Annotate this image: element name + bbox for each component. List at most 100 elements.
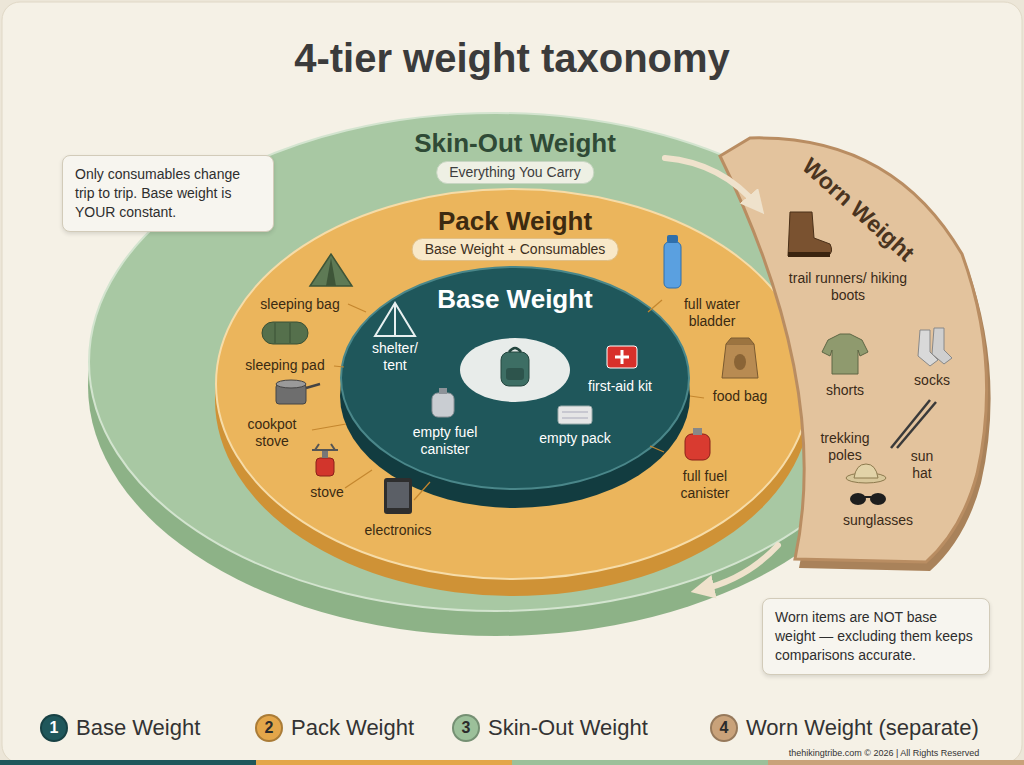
food-bag-icon: [726, 338, 754, 344]
item-label: empty fuel canister: [401, 424, 489, 458]
sleeping-pad-icon: [290, 323, 291, 343]
leader-lines: [348, 304, 366, 312]
shelter-icon: [375, 303, 415, 336]
item-label: sunglasses: [843, 512, 913, 529]
sleeping-pad-icon: [275, 323, 276, 343]
first-aid-icon: [607, 346, 637, 368]
socks-icon: [918, 328, 952, 366]
stove-icon: [316, 458, 334, 476]
callout-number: 4: [710, 714, 738, 742]
tier-title: Skin-Out Weight: [414, 128, 616, 159]
shirt-icon: [822, 334, 868, 374]
diagram-title: 4-tier weight taxonomy: [294, 36, 730, 81]
stove-icon: [312, 444, 338, 450]
disc-top: [216, 189, 810, 579]
sunglasses-icon: [865, 496, 871, 498]
callout-text: Worn items are NOT base weight — excludi…: [775, 608, 977, 665]
stripe: [512, 760, 768, 765]
sunglasses-icon: [870, 493, 886, 505]
item-label: first-aid kit: [587, 378, 653, 395]
backpack-icon: [501, 352, 529, 386]
pack-disc: Pack WeightBase Weight + ConsumablesBase…: [215, 188, 811, 596]
disc-rim: [215, 204, 811, 596]
boot-icon: [788, 212, 832, 256]
sun-hat-icon: [846, 473, 886, 483]
item-label: full water bladder: [667, 296, 757, 330]
tier-title: Pack Weight: [438, 206, 592, 237]
stripe: [256, 760, 512, 765]
flow-arrow: [700, 545, 778, 590]
legend-text: Skin-Out Weight: [488, 714, 648, 742]
empty-pack-icon: [558, 406, 592, 424]
tent-icon: [310, 254, 352, 286]
socks-icon: [932, 328, 952, 364]
item-label: full fuel canister: [665, 468, 745, 502]
disc-rim: [340, 284, 690, 508]
backpack-icon: [460, 338, 570, 402]
leader-lines: [312, 424, 346, 430]
empty-pack-icon: [562, 412, 588, 418]
boot-icon: [788, 212, 832, 257]
trekking-poles-icon: [897, 402, 936, 448]
item-label: cookpot stove: [237, 416, 307, 450]
food-bag-icon: [722, 344, 758, 378]
item-label: shelter/ tent: [364, 340, 426, 374]
leader-lines: [414, 482, 430, 500]
watermark: thehikingtribe.com © 2026 | All Rights R…: [789, 748, 980, 759]
band-outline: [720, 138, 987, 562]
item-label: sun hat: [902, 448, 942, 482]
leader-lines: [690, 396, 704, 398]
food-bag-icon: [734, 354, 746, 370]
subtitle-pill: Base Weight + Consumables: [412, 238, 619, 261]
sunglasses-icon: [850, 493, 866, 505]
callout-number: 2: [255, 714, 283, 742]
electronics-icon: [384, 478, 412, 514]
legend-text: Pack Weight: [291, 714, 414, 742]
leader-lines: [648, 300, 662, 312]
empty-pack-icon: [558, 406, 592, 424]
item-label: trekking poles: [805, 430, 885, 464]
socks-icon: [918, 330, 938, 366]
leader-lines: [312, 300, 704, 500]
shirt-icon: [822, 334, 868, 374]
first-aid-icon: [607, 346, 637, 368]
leader-lines: [334, 366, 344, 367]
sunglasses-icon: [850, 493, 886, 505]
first-aid-icon: [615, 350, 629, 364]
callout-box: Only consumables change trip to trip. Ba…: [62, 155, 274, 232]
backpack-icon: [506, 368, 524, 380]
item-label: trail runners/ hiking boots: [788, 270, 908, 304]
legend-text: Base Weight: [76, 714, 200, 742]
callout-text: Only consumables change trip to trip. Ba…: [75, 165, 261, 222]
sun-hat-icon: [854, 464, 878, 478]
item-label: stove: [310, 484, 343, 501]
electronics-icon: [384, 478, 412, 514]
sleeping-pad-icon: [262, 322, 308, 344]
tier-title: Base Weight: [437, 284, 593, 315]
electronics-icon: [387, 482, 409, 508]
cookpot-icon: [276, 380, 306, 388]
tent-icon: [326, 258, 336, 286]
backpack-icon: [509, 348, 521, 352]
leader-lines: [345, 470, 372, 488]
stove-icon: [312, 444, 338, 476]
shelter-icon: [394, 303, 396, 336]
empty-canister-icon: [439, 388, 447, 394]
disc-top: [341, 267, 689, 489]
item-label: shorts: [826, 382, 864, 399]
trekking-poles-icon: [891, 400, 936, 448]
water-bladder-icon: [667, 235, 678, 243]
backpack-icon: [460, 338, 570, 402]
item-label: sleeping pad: [245, 357, 324, 374]
stripe: [0, 760, 256, 765]
tent-icon: [310, 254, 352, 286]
empty-canister-icon: [432, 388, 454, 417]
cookpot-icon: [306, 384, 320, 388]
flow-arrow: [665, 158, 758, 207]
sun-hat-icon: [846, 464, 886, 483]
sleeping-pad-icon: [262, 322, 308, 344]
boot-icon: [788, 252, 830, 257]
legend-swatch: [452, 714, 480, 742]
shelter-icon: [375, 303, 415, 336]
